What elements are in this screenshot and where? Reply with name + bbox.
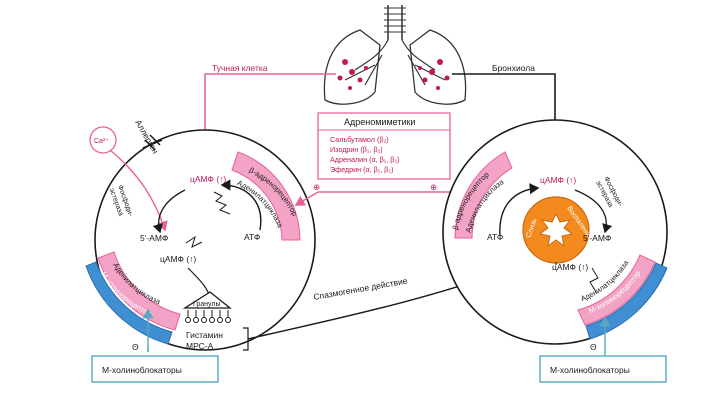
drug-item: Сальбутамол (β₂) (330, 135, 389, 144)
left-blocker-label: М-холиноблокаторы (102, 365, 182, 375)
left-blocker-group: Θ М-холиноблокаторы (91, 308, 219, 383)
amp-left: 5'-АМФ (140, 233, 168, 243)
right-pde-arrow (574, 189, 613, 234)
left-blocker-box (91, 355, 219, 383)
plus-right: ⊕ (430, 182, 437, 192)
drug-item: Эфедрин (α, β₁, β₂) (330, 165, 394, 174)
allergen-icon (142, 134, 163, 151)
adrenomimetics-title: Адреномиметики (344, 117, 415, 127)
granule-vesicles (185, 310, 231, 323)
adreno-to-left-arrow (294, 191, 319, 206)
left-pde-arrow (152, 189, 186, 234)
amp-right: 5'-АМФ (583, 233, 611, 243)
calcium-arrow (109, 149, 168, 232)
right-squiggle (589, 267, 599, 293)
granules-label: Гранулы (193, 301, 221, 308)
histamine-label: Гистамин (186, 330, 223, 340)
granules-shape (182, 291, 232, 309)
camp-bottom-right: цАМФ (↑) (552, 262, 588, 272)
calcium-ion-icon (89, 126, 117, 154)
plus-left: ⊕ (313, 182, 320, 192)
adrenomimetics-box: Адреномиметики Сальбутамол (β₂) Изодрин … (317, 112, 451, 180)
right-blocker-group: Θ М-холиноблокаторы (539, 316, 667, 383)
left-squiggle-mid (185, 235, 203, 248)
mast-cell-connector (198, 73, 336, 142)
atp-right: АТФ (487, 232, 503, 242)
calcium-label: Ca²⁺ (94, 137, 109, 145)
camp-mid-left: цАМФ (↑) (160, 254, 196, 264)
camp-top-left: цАМФ (↑) (190, 174, 226, 184)
lungs-illustration (323, 5, 467, 105)
mast-cell: β-адренорецептор Аденилатциклаза Аденила… (85, 129, 316, 351)
mast-cell-label: Тучная клетка (212, 63, 268, 73)
minus-right: Θ (590, 342, 597, 352)
mrs-a-label: МРС-А (186, 341, 214, 351)
camp-top-right: цАМФ (↑) (540, 175, 576, 185)
left-squiggle-top (213, 191, 231, 215)
bronchiole-cell: β-адренорецептор Аденилатциклаза Аденила… (442, 119, 668, 345)
airway-lumen-icon (538, 212, 574, 248)
bronchiole-connector (452, 73, 562, 140)
right-blocker-box (539, 355, 667, 383)
drug-item: Изодрин (β₁, β₂) (330, 145, 383, 154)
drug-item: Адреналин (α, β₁, β₂) (330, 155, 400, 164)
left-atp-arrow (220, 179, 262, 231)
bronchiole-label: Бронхиола (492, 63, 535, 73)
right-blocker-label: М-холиноблокаторы (550, 365, 630, 375)
spasmogenic-label: Спазмогенное действие (313, 276, 409, 302)
atp-left: АТФ (244, 232, 260, 242)
right-atp-arrow (499, 183, 540, 237)
minus-left: Θ (132, 342, 139, 352)
